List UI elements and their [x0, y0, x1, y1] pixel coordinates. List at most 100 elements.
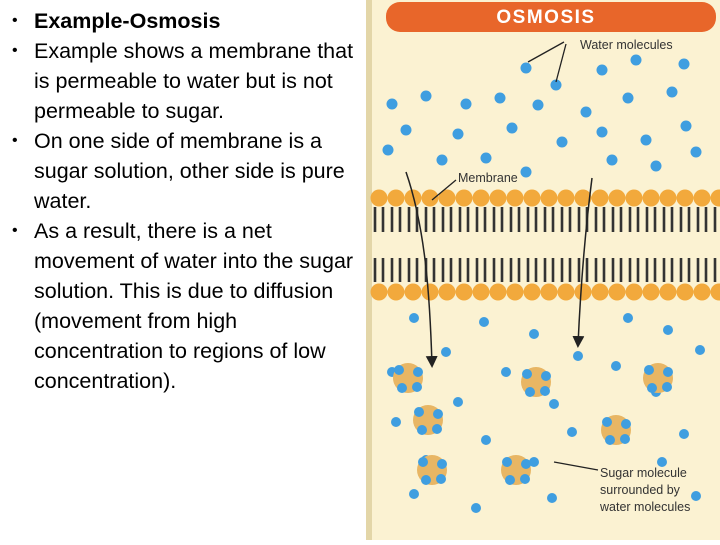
bullet-dot: • [12, 126, 18, 156]
lipid-head [575, 284, 592, 301]
water-molecule [409, 489, 419, 499]
water-molecule [412, 382, 422, 392]
water-molecule [679, 59, 690, 70]
lipid-head [660, 190, 677, 207]
water-molecule [695, 345, 705, 355]
bullet-list: • Example-Osmosis • Example shows a memb… [10, 6, 362, 396]
lipid-head [422, 284, 439, 301]
bullet-dot: • [12, 216, 18, 246]
water-molecule [383, 145, 394, 156]
water-molecule [471, 503, 481, 513]
bullet-item-result: • As a result, there is a net movement o… [10, 216, 362, 396]
water-molecule [663, 325, 673, 335]
water-molecule [521, 167, 532, 178]
bullet-text-sides: On one side of membrane is a sugar solut… [34, 129, 345, 213]
water-molecule [421, 475, 431, 485]
lipid-head [660, 284, 677, 301]
bullet-text-title: Example-Osmosis [34, 9, 220, 33]
lipid-head [524, 190, 541, 207]
water-molecule [663, 367, 673, 377]
water-molecule [409, 313, 419, 323]
water-molecule [647, 383, 657, 393]
lipid-head [456, 190, 473, 207]
water-molecule [436, 474, 446, 484]
lipid-head [507, 284, 524, 301]
water-molecule [453, 129, 464, 140]
water-molecule [529, 329, 539, 339]
water-molecule [662, 382, 672, 392]
lipid-head [405, 284, 422, 301]
lipid-head [677, 284, 694, 301]
lipid-head [677, 190, 694, 207]
water-molecule [581, 107, 592, 118]
lipid-head [643, 284, 660, 301]
lipid-head [388, 284, 405, 301]
water-molecule [621, 419, 631, 429]
water-molecule [631, 55, 642, 66]
lipid-head [371, 190, 388, 207]
lipid-head [371, 284, 388, 301]
water-molecule [501, 367, 511, 377]
lipid-head [609, 284, 626, 301]
water-molecule [557, 137, 568, 148]
bullet-text-result: As a result, there is a net movement of … [34, 219, 353, 393]
water-molecule [413, 367, 423, 377]
bullet-item-membrane: • Example shows a membrane that is perme… [10, 36, 362, 126]
water-molecule [387, 99, 398, 110]
bullet-text-membrane: Example shows a membrane that is permeab… [34, 39, 353, 123]
sugar-label-line1: Sugar molecule [600, 466, 687, 480]
lipid-head [388, 190, 405, 207]
water-molecule [549, 399, 559, 409]
water-molecule [691, 491, 701, 501]
lipid-head [490, 190, 507, 207]
sugar-label-line3: water molecules [599, 500, 690, 514]
water-molecule [620, 434, 630, 444]
water-molecule [567, 427, 577, 437]
bullet-dot: • [12, 6, 18, 36]
lipid-head [626, 190, 643, 207]
water-molecule [605, 435, 615, 445]
osmosis-figure: OSMOSIS Water molecules Membrane Sugar m… [366, 0, 720, 540]
bullet-item-title: • Example-Osmosis [10, 6, 362, 36]
water-molecule [667, 87, 678, 98]
lipid-head [456, 284, 473, 301]
water-molecules-label: Water molecules [580, 38, 673, 52]
lipid-head [558, 284, 575, 301]
water-molecule [401, 125, 412, 136]
water-molecule [547, 493, 557, 503]
water-molecule [495, 93, 506, 104]
lipid-head [694, 190, 711, 207]
water-molecule [641, 135, 652, 146]
water-molecule [414, 407, 424, 417]
lipid-head [609, 190, 626, 207]
water-molecule [679, 429, 689, 439]
water-molecule [651, 161, 662, 172]
bullet-item-sides: • On one side of membrane is a sugar sol… [10, 126, 362, 216]
water-molecule [432, 424, 442, 434]
water-molecule [681, 121, 692, 132]
water-molecule [453, 397, 463, 407]
bullet-dot: • [12, 36, 18, 66]
membrane-label: Membrane [458, 171, 518, 185]
water-molecule [437, 459, 447, 469]
water-molecule [521, 63, 532, 74]
water-molecule [520, 474, 530, 484]
water-molecule [418, 457, 428, 467]
lipid-head [439, 284, 456, 301]
page-edge [366, 0, 372, 540]
lipid-head [473, 284, 490, 301]
water-molecule [394, 365, 404, 375]
water-molecule [417, 425, 427, 435]
water-molecule [541, 371, 551, 381]
lipid-head [524, 284, 541, 301]
water-molecule [597, 65, 608, 76]
lipid-head [558, 190, 575, 207]
water-molecule [502, 457, 512, 467]
water-molecule [623, 313, 633, 323]
water-molecule [533, 100, 544, 111]
figure-title: OSMOSIS [496, 7, 595, 28]
water-molecule [522, 369, 532, 379]
water-molecule [421, 91, 432, 102]
water-molecule [540, 386, 550, 396]
